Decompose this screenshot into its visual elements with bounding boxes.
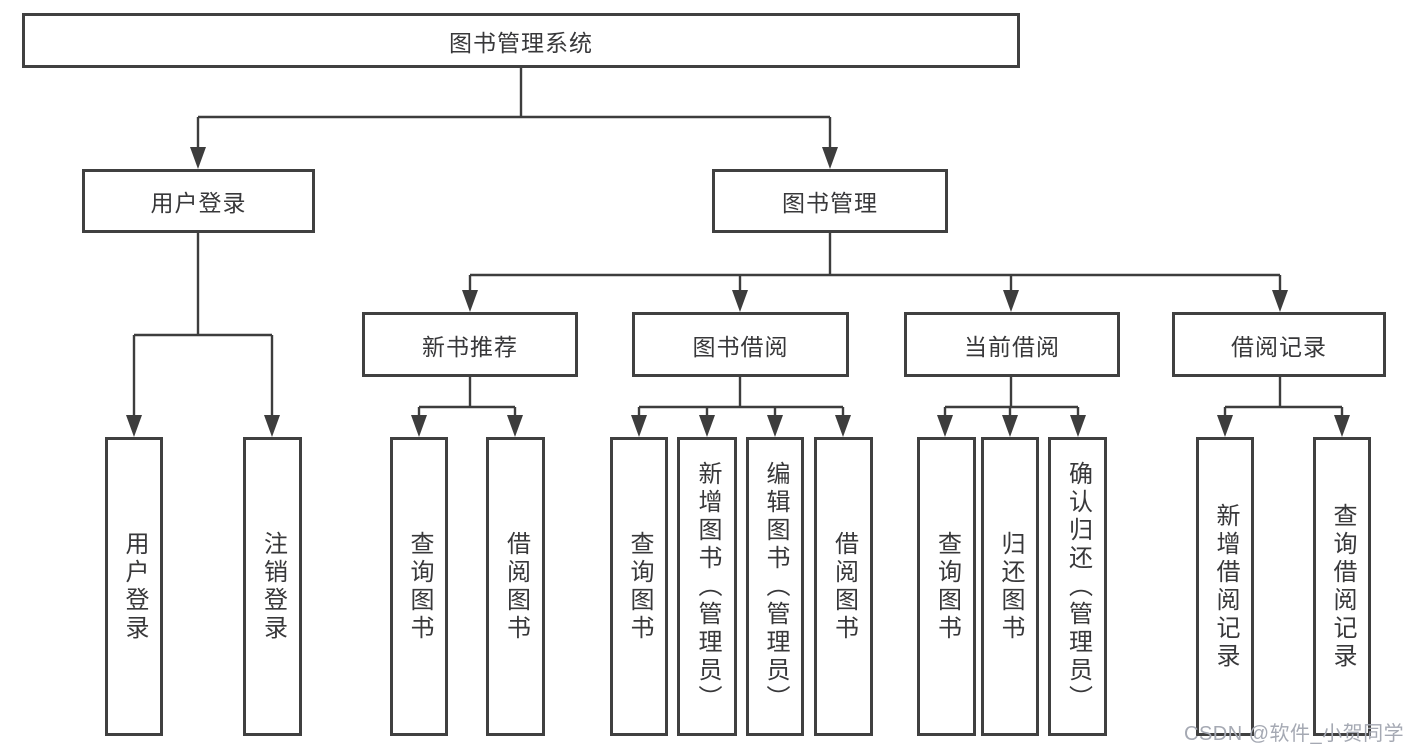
node-leaf-user-login: 用户登录: [105, 437, 163, 736]
node-borrow-records: 借阅记录: [1172, 312, 1386, 377]
node-book-management: 图书管理: [712, 169, 948, 233]
node-root-label: 图书管理系统: [449, 29, 593, 56]
node-leaf-user-login-label: 用户登录: [121, 530, 148, 643]
node-borrow-records-label: 借阅记录: [1231, 333, 1327, 360]
node-leaf-add-borrow-record-label: 新增借阅记录: [1212, 502, 1239, 671]
node-leaf-confirm-return-admin-label: 确认归还（管理员）: [1064, 460, 1092, 713]
node-book-management-label: 图书管理: [782, 190, 878, 216]
node-current-borrow-label: 当前借阅: [964, 333, 1060, 360]
node-leaf-borrow-books-2: 借阅图书: [814, 437, 873, 736]
node-leaf-query-books-1: 查询图书: [390, 437, 448, 736]
node-leaf-query-borrow-record-label: 查询借阅记录: [1329, 502, 1356, 671]
node-leaf-query-books-2: 查询图书: [610, 437, 668, 736]
node-leaf-add-books-admin-label: 新增图书（管理员）: [694, 460, 721, 713]
csdn-watermark: CSDN @软件_小贺同学: [1184, 723, 1405, 745]
node-leaf-query-books-2-label: 查询图书: [626, 530, 653, 643]
arrowheads: [126, 147, 1350, 437]
node-new-book-recommend: 新书推荐: [362, 312, 578, 377]
node-book-borrow-label: 图书借阅: [692, 333, 789, 360]
node-leaf-borrow-books-1-label: 借阅图书: [502, 530, 530, 643]
node-leaf-add-books-admin: 新增图书（管理员）: [677, 437, 737, 736]
node-user-login-branch: 用户登录: [82, 169, 315, 233]
node-leaf-borrow-books-2-label: 借阅图书: [830, 530, 858, 643]
node-leaf-return-books: 归还图书: [981, 437, 1039, 736]
node-book-borrow: 图书借阅: [632, 312, 849, 377]
node-current-borrow: 当前借阅: [904, 312, 1120, 377]
node-leaf-logout: 注销登录: [243, 437, 302, 736]
node-leaf-add-borrow-record: 新增借阅记录: [1196, 437, 1254, 736]
node-leaf-query-borrow-record: 查询借阅记录: [1313, 437, 1371, 736]
node-user-login-branch-label: 用户登录: [150, 190, 247, 216]
node-leaf-query-books-1-label: 查询图书: [406, 530, 433, 643]
node-leaf-query-books-3-label: 查询图书: [933, 530, 961, 643]
tree-edges: [132, 67, 1344, 418]
node-new-book-recommend-label: 新书推荐: [422, 333, 518, 360]
node-leaf-return-books-label: 归还图书: [997, 530, 1024, 643]
node-leaf-edit-books-admin: 编辑图书（管理员）: [746, 437, 804, 736]
node-leaf-query-books-3: 查询图书: [917, 437, 976, 736]
node-leaf-borrow-books-1: 借阅图书: [486, 437, 545, 736]
node-root: 图书管理系统: [22, 13, 1020, 68]
node-leaf-logout-label: 注销登录: [259, 530, 287, 643]
node-leaf-edit-books-admin-label: 编辑图书（管理员）: [762, 460, 789, 713]
node-leaf-confirm-return-admin: 确认归还（管理员）: [1048, 437, 1107, 736]
